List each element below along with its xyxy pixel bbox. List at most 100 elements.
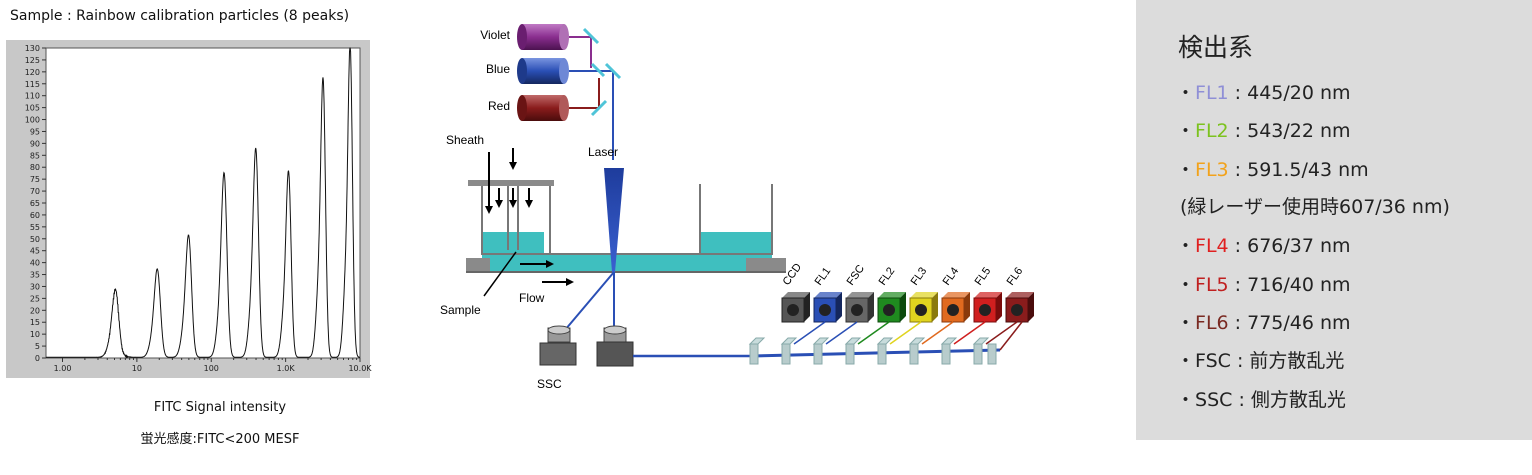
flow-channel <box>482 254 772 272</box>
filter-top <box>748 337 766 345</box>
bullet: ・ <box>1176 389 1196 411</box>
y-tick-label: 10 <box>30 330 40 339</box>
x-axis-label: FITC Signal intensity <box>153 400 287 415</box>
dichroic-filter <box>749 343 759 365</box>
spec-tag: FL2 <box>1195 120 1229 142</box>
detector-lens <box>947 304 959 316</box>
laser-label: Laser <box>588 145 618 159</box>
detector-cube-side <box>1028 292 1034 322</box>
spec-item-fsc: ・FSC : 前方散乱光 <box>1176 346 1344 373</box>
y-tick-label: 25 <box>30 294 40 303</box>
spec-tag: FL5 <box>1195 274 1229 296</box>
bullet: ・ <box>1176 82 1196 104</box>
y-tick-label: 15 <box>30 318 40 327</box>
histogram-chart: 0510152025303540455055606570758085909510… <box>6 40 372 378</box>
y-tick-label: 65 <box>30 199 40 208</box>
detector-cube-side <box>932 292 938 322</box>
bullet: ・ <box>1176 159 1196 181</box>
y-tick-label: 20 <box>30 306 40 315</box>
channel-walls <box>481 184 773 255</box>
laser-violet <box>517 24 569 50</box>
detector-lens <box>979 304 991 316</box>
detector-cube-side <box>964 292 970 322</box>
filter-top <box>812 337 830 345</box>
spec-value: : 側方散乱光 <box>1232 389 1346 411</box>
dichroic-filter <box>781 343 791 365</box>
y-tick-label: 45 <box>30 247 40 256</box>
detector-cube-top <box>1006 292 1034 298</box>
flow-label: Flow <box>519 291 545 305</box>
bullet: ・ <box>1176 235 1196 257</box>
spec-item-fl1: ・FL1 : 445/20 nm <box>1176 78 1351 105</box>
detector-lens <box>851 304 863 316</box>
bullet: ・ <box>1176 274 1196 296</box>
detector-cube-top <box>910 292 938 298</box>
spec-item-fl4: ・FL4 : 676/37 nm <box>1176 231 1351 258</box>
y-tick-label: 35 <box>30 271 40 280</box>
sensitivity-label: 蛍光感度:FITC<200 MESF <box>140 432 300 447</box>
detector-label-fl1: FL1 <box>813 265 834 287</box>
detector-cube-top <box>974 292 1002 298</box>
y-tick-label: 80 <box>30 163 40 172</box>
dichroic-filter <box>877 343 887 365</box>
filter-top <box>908 337 926 345</box>
spec-tag: FL3 <box>1195 159 1229 181</box>
chart-title: Sample : Rainbow calibration particles (… <box>10 8 350 24</box>
laser-label-red: Red <box>488 99 510 113</box>
detector-cube-top <box>878 292 906 298</box>
spec-tag: FL6 <box>1195 312 1229 334</box>
spec-tag: FL4 <box>1195 235 1229 257</box>
dichroic-filter <box>973 343 983 365</box>
spec-value: : 543/22 nm <box>1228 120 1351 142</box>
filter-top <box>876 337 894 345</box>
laser-label-violet: Violet <box>480 28 510 42</box>
spec-item-note: (緑レーザー使用時607/36 nm) <box>1180 192 1450 219</box>
detector-cube-side <box>900 292 906 322</box>
detector-cube-side <box>804 292 810 322</box>
dichroic-filter <box>941 343 951 365</box>
mirror-1 <box>582 27 600 45</box>
x-tick-label: 100 <box>204 364 219 373</box>
y-tick-label: 115 <box>25 80 40 89</box>
detection-panel <box>1136 0 1532 440</box>
y-axis: 0510152025303540455055606570758085909510… <box>25 44 46 363</box>
y-tick-label: 50 <box>30 235 40 244</box>
dichroic-filter <box>909 343 919 365</box>
red-beam <box>569 78 600 109</box>
ssc-path <box>564 271 615 331</box>
sheath-cap <box>468 180 554 186</box>
spec-item-fl5: ・FL5 : 716/40 nm <box>1176 270 1351 297</box>
y-tick-label: 55 <box>30 223 40 232</box>
y-tick-label: 85 <box>30 151 40 160</box>
detector-cube-top <box>846 292 874 298</box>
mirror-2 <box>604 62 622 80</box>
dichroic-filter <box>845 343 855 365</box>
spec-item-fl3: ・FL3 : 591.5/43 nm <box>1176 155 1369 182</box>
sheath-fluid <box>482 232 544 256</box>
detector-cube-top <box>814 292 842 298</box>
channel-end-right <box>746 258 786 272</box>
bullet: ・ <box>1176 350 1196 372</box>
detector-lens <box>819 304 831 316</box>
y-tick-label: 130 <box>25 44 40 53</box>
spec-value: (緑レーザー使用時607/36 nm) <box>1180 196 1450 218</box>
detector-lens <box>883 304 895 316</box>
histogram-line <box>46 47 361 359</box>
histogram-trace <box>46 47 361 359</box>
spec-value: : 676/37 nm <box>1228 235 1351 257</box>
channel-end-left <box>466 258 490 272</box>
dichroic-filter <box>987 343 997 365</box>
bullet: ・ <box>1176 312 1196 334</box>
sample-label: Sample <box>440 303 481 317</box>
ssc-label: SSC <box>537 377 562 391</box>
spec-value: : 775/46 nm <box>1228 312 1351 334</box>
detector-lens <box>787 304 799 316</box>
bullet: ・ <box>1176 120 1196 142</box>
mirror-3 <box>590 62 606 78</box>
y-tick-label: 90 <box>30 139 40 148</box>
laser-label-blue: Blue <box>486 62 510 76</box>
y-tick-label: 0 <box>35 354 40 363</box>
spec-value: : 445/20 nm <box>1228 82 1351 104</box>
detector-label-fsc: FSC <box>845 263 867 288</box>
laser-red <box>517 95 569 121</box>
